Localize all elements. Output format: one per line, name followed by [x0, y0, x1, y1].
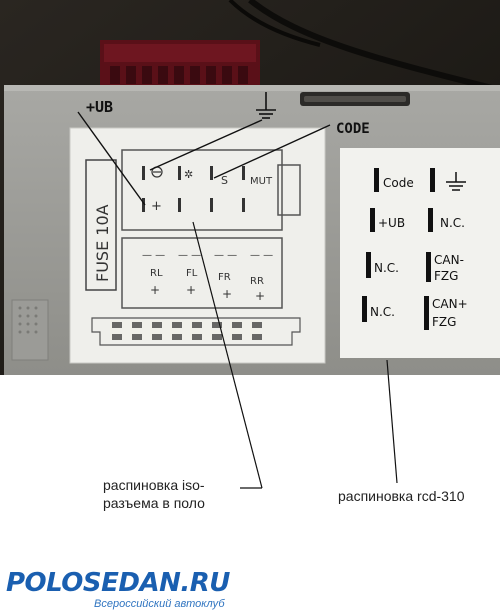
svg-text:+: + — [222, 287, 232, 301]
fuse-label: FUSE 10A — [93, 204, 112, 282]
card-plus-ub: +UB — [378, 216, 405, 230]
svg-text:— —: — — — [214, 250, 237, 261]
svg-text:— —: — — — [142, 250, 165, 261]
svg-text:+: + — [151, 199, 162, 214]
card-nc-2: N.C. — [374, 261, 399, 275]
fr-label: FR — [218, 272, 231, 283]
svg-text:+: + — [150, 283, 160, 297]
handwritten-plus-ub: +UB — [86, 98, 113, 116]
iso-pinout-caption: распиновка iso- разъема в поло — [103, 476, 263, 512]
rcd310-pinout-caption: распиновка rcd-310 — [338, 488, 465, 504]
s-label: S — [221, 174, 228, 187]
rl-label: RL — [150, 268, 163, 279]
card-can-high-1: CAN+ — [432, 297, 468, 311]
svg-text:+: + — [186, 283, 196, 297]
card-code: Code — [383, 176, 414, 190]
svg-text:✲: ✲ — [184, 168, 193, 181]
mute-label: MUT — [250, 176, 273, 187]
svg-text:— —: — — — [250, 250, 273, 261]
ground-icon — [256, 92, 276, 119]
card-can-high-2: FZG — [432, 315, 456, 329]
polosedan-logo: POLOSEDAN.RU Всероссийский автоклуб — [6, 568, 276, 613]
svg-text:+: + — [255, 289, 265, 303]
card-nc-3: N.C. — [370, 305, 395, 319]
card-can-low-1: CAN- — [434, 253, 464, 267]
logo-sub-text: Всероссийский автоклуб — [94, 598, 225, 610]
logo-main-text: POLOSEDAN.RU — [6, 568, 230, 598]
card-nc-1: N.C. — [440, 216, 465, 230]
svg-text:— —: — — — [178, 250, 201, 261]
fl-label: FL — [186, 268, 198, 279]
card-ground-icon — [446, 172, 466, 191]
card-can-low-2: FZG — [434, 269, 458, 283]
rr-label: RR — [250, 276, 264, 287]
iso-caption-line-2: разъема в поло — [103, 495, 205, 511]
handwritten-code: CODE — [336, 121, 370, 137]
iso-caption-line-1: распиновка iso- — [103, 477, 205, 493]
radio-connector-photo: FUSE 10A ✲ S MUT + — — — — — — — — RL FL… — [0, 0, 500, 375]
